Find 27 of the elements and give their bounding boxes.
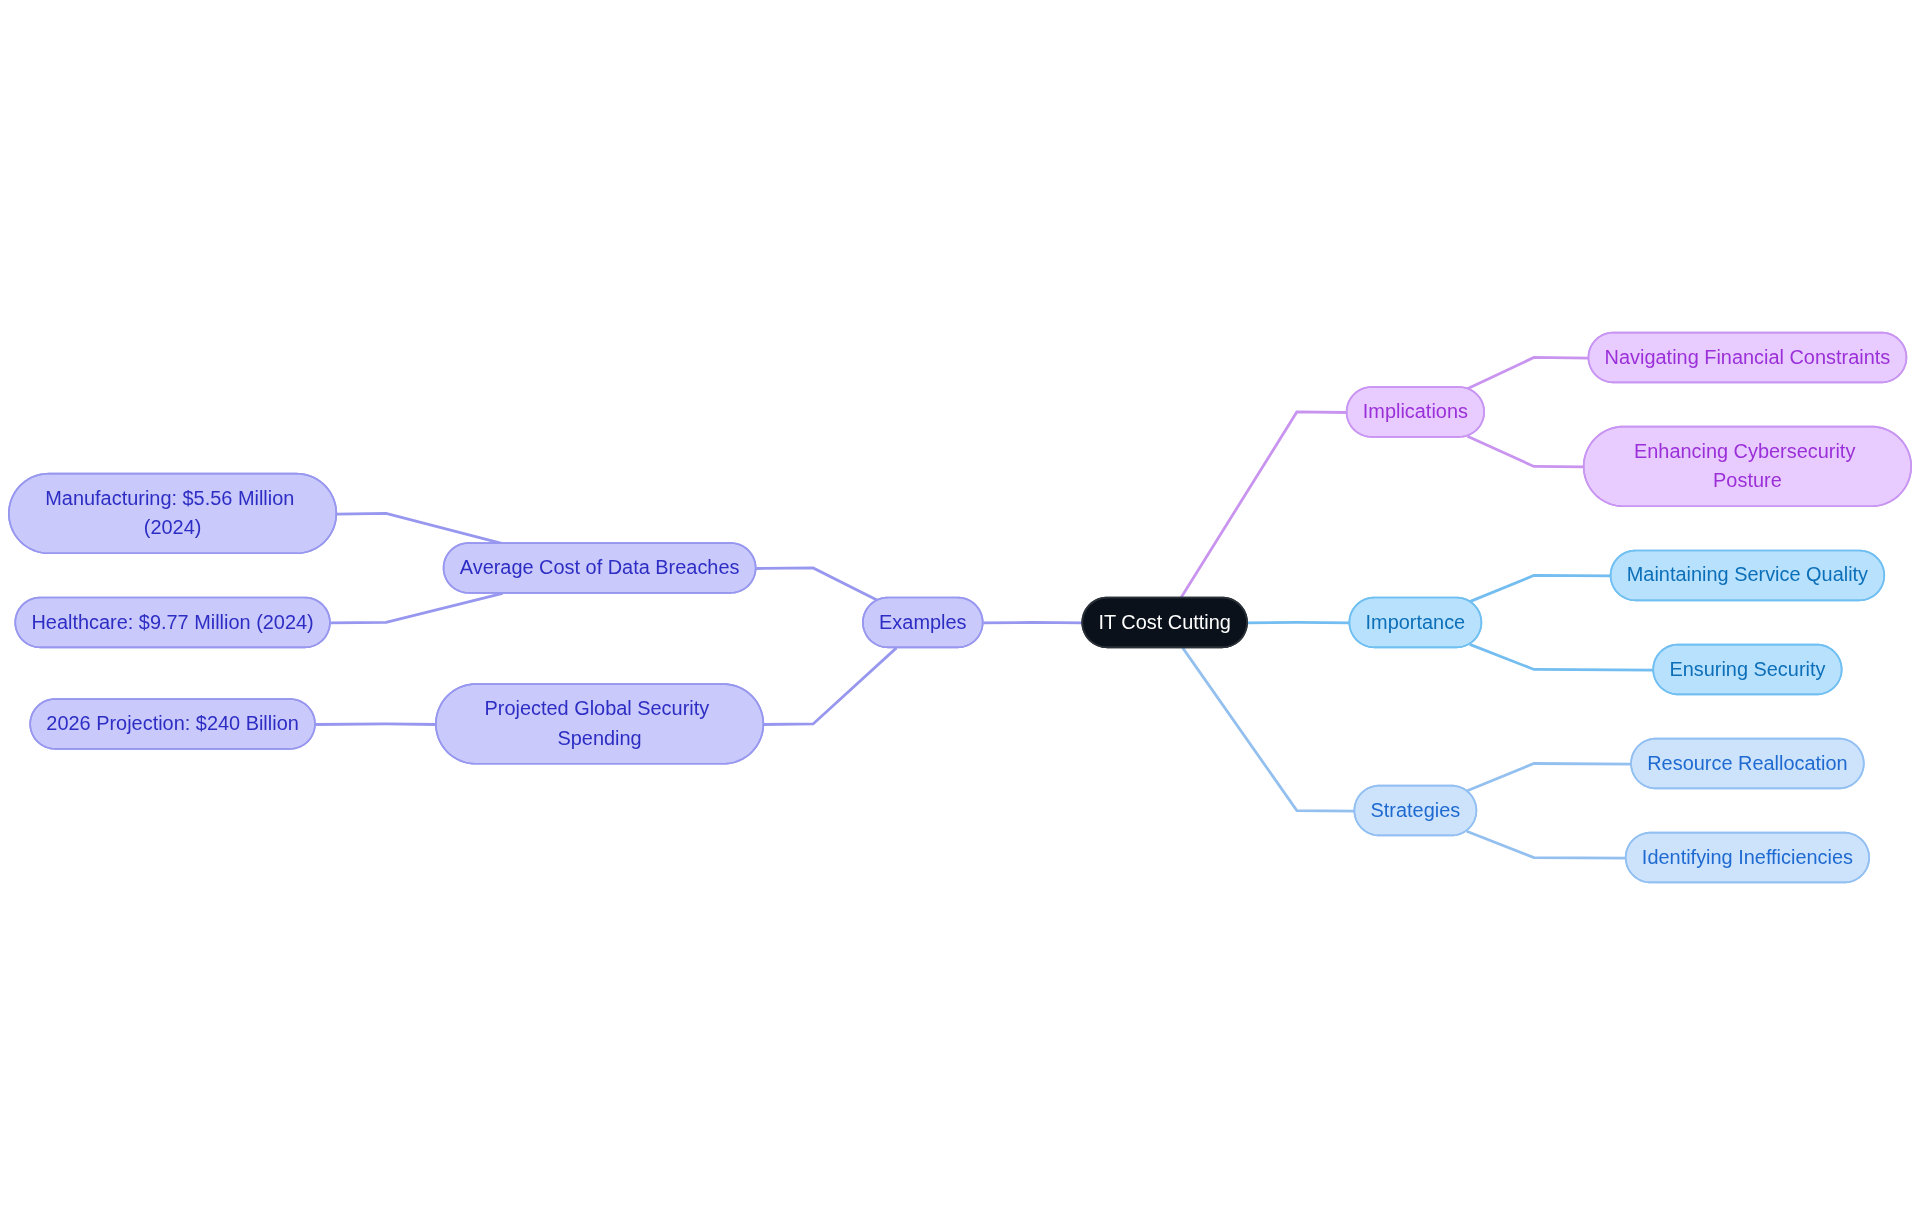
connector-line [763, 646, 898, 726]
central-topic-node: IT Cost Cutting [1081, 596, 1248, 649]
topic-node: Implications [1345, 386, 1485, 438]
connector-line [1469, 574, 1612, 603]
connector-line [336, 512, 503, 545]
topic-node: Identifying Inefficiencies [1624, 831, 1870, 884]
topic-node: Maintaining Service Quality [1609, 549, 1886, 602]
connector-line [1466, 762, 1632, 793]
topic-node: Importance [1348, 596, 1483, 649]
connector-line [756, 566, 879, 602]
topic-node: 2026 Projection: $240 Billion [29, 698, 316, 750]
connector-line [983, 621, 1083, 625]
connector-line [1247, 621, 1350, 625]
topic-node: Average Cost of Data Breaches [442, 542, 757, 594]
connector-line [330, 592, 503, 625]
topic-node: Ensuring Security [1652, 643, 1843, 696]
topic-node: Manufacturing: $5.56 Million (2024) [8, 472, 338, 555]
connector-line [1466, 356, 1589, 391]
topic-node: Strategies [1353, 784, 1478, 837]
topic-node: Examples [862, 596, 984, 649]
topic-node: Projected Global Security Spending [435, 683, 765, 765]
topic-node: Healthcare: $9.77 Million (2024) [14, 596, 331, 649]
connector-line [1469, 643, 1654, 672]
topic-node: Enhancing Cybersecurity Posture [1582, 425, 1912, 508]
connector-line [1181, 647, 1355, 813]
topic-node: Navigating Financial Constraints [1587, 331, 1908, 384]
topic-node: Resource Reallocation [1630, 737, 1865, 790]
